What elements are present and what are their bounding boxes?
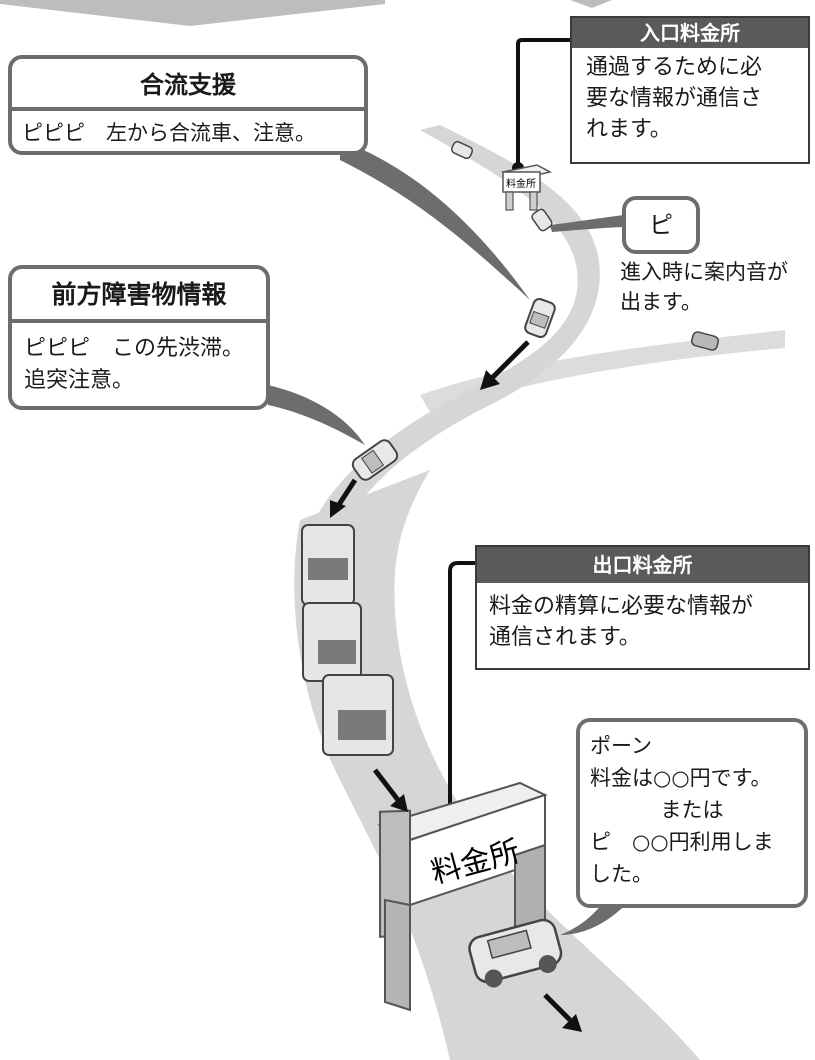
arrow-trucks: [373, 768, 408, 812]
car-obstacle: [351, 439, 399, 481]
car-at-gate: [468, 918, 563, 988]
truck-1: [301, 524, 355, 606]
entrance-toll-header: 入口料金所: [572, 18, 808, 48]
merge-support-bubble: 合流支援 ピピピ 左から合流車、注意。: [8, 55, 368, 155]
small-toll-gate: 料金所: [501, 164, 553, 211]
obstacle-info-bubble: 前方障害物情報 ピピピ この先渋滞。 追突注意。: [8, 265, 270, 410]
car-near-gate: [531, 208, 553, 232]
small-gate-sign: 料金所: [506, 177, 536, 190]
beep-caption: 進入時に案内音が 出ます。: [620, 260, 788, 314]
top-left-arrow-banner: [0, 0, 385, 26]
obstacle-info-title: 前方障害物情報: [12, 269, 266, 323]
beep-text: ピ: [649, 211, 673, 239]
exit-leader-line: [448, 561, 475, 820]
arrow-upper: [480, 340, 530, 390]
exit-voice-line4: ピ ○○円利用しま した。: [590, 830, 774, 886]
truck-3: [322, 674, 394, 756]
entrance-leader-line: [516, 38, 570, 168]
exit-voice-line2: 料金は○○円です。: [590, 766, 772, 790]
top-right-arrow-banner: [570, 0, 612, 8]
merge-road: [420, 330, 785, 412]
arrow-obstacle: [330, 478, 358, 518]
car-upper-mid: [524, 298, 556, 338]
obstacle-pointer: [268, 385, 365, 445]
exit-voice-bubble: ポーン 料金は○○円です。 または ピ ○○円利用しま した。: [576, 718, 808, 908]
arrow-exit: [543, 993, 582, 1032]
entrance-toll-text: 通過するために必 要な情報が通信さ れます。: [586, 55, 763, 142]
car-far-top: [450, 140, 474, 160]
exit-toll-box: 出口料金所 料金の精算に必要な情報が 通信されます。: [475, 545, 810, 670]
truck-2: [302, 602, 362, 682]
beep-pointer: [550, 215, 624, 232]
merge-support-text: ピピピ 左から合流車、注意。: [22, 121, 316, 145]
exit-toll-text: 料金の精算に必要な情報が 通信されます。: [489, 594, 754, 650]
exit-voice-line3: または: [660, 798, 724, 822]
exit-toll-header: 出口料金所: [477, 547, 808, 583]
beep-bubble: ピ: [622, 196, 700, 254]
upper-road: [315, 125, 600, 525]
merge-pointer: [340, 140, 530, 300]
exit-voice-line1: ポーン: [590, 734, 652, 758]
car-merging: [691, 331, 719, 351]
obstacle-info-text: ピピピ この先渋滞。 追突注意。: [24, 336, 245, 393]
merge-support-title: 合流支援: [12, 59, 364, 111]
entrance-toll-box: 入口料金所 通過するために必 要な情報が通信さ れます。: [570, 16, 810, 164]
large-toll-gate: 料金所: [377, 781, 548, 1012]
